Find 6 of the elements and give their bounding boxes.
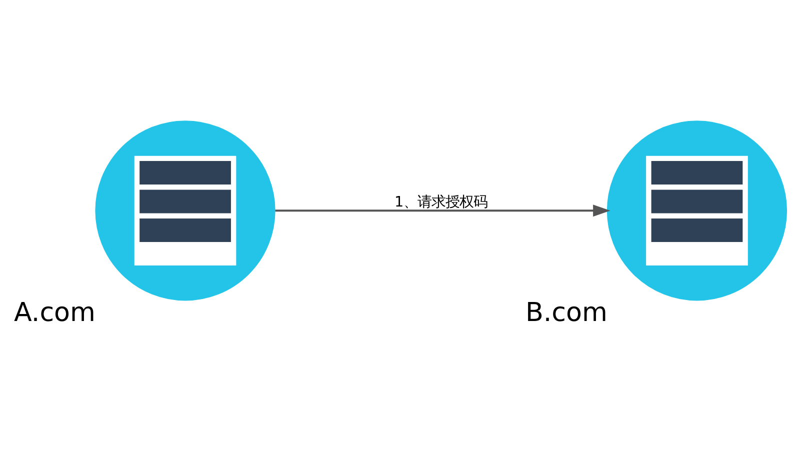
- node-label: B.com: [525, 298, 608, 328]
- edge-label: 1、请求授权码: [394, 194, 488, 210]
- node-label: A.com: [14, 298, 96, 328]
- arrow: [275, 204, 610, 217]
- picture: [606, 120, 788, 301]
- picture: [95, 120, 276, 301]
